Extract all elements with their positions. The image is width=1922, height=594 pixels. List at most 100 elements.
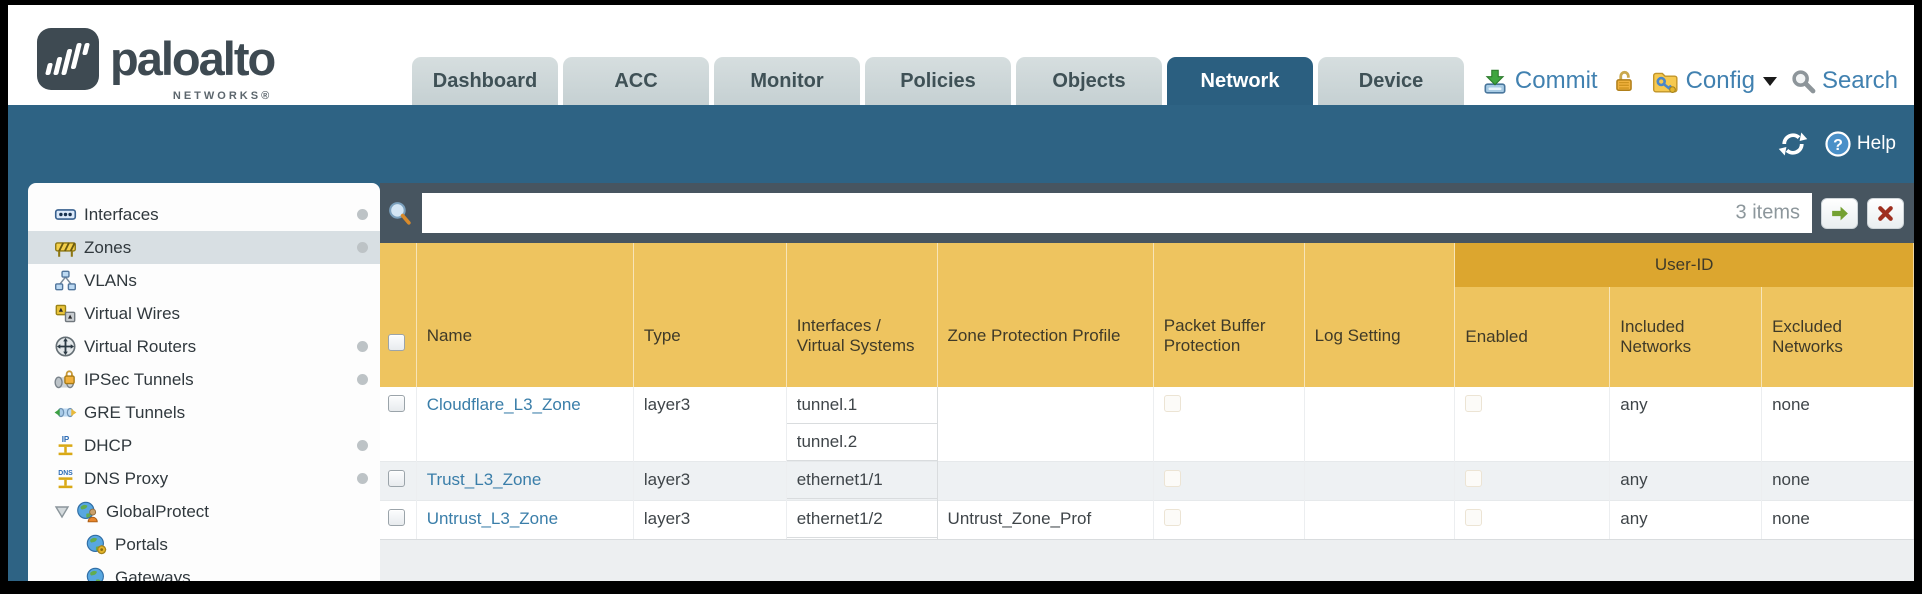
user-id-enabled-checkbox[interactable]: [1465, 395, 1483, 412]
column-header-name[interactable]: Name: [416, 243, 634, 387]
filter-input[interactable]: [422, 193, 1812, 233]
column-header-zone-protection-profile[interactable]: Zone Protection Profile: [937, 243, 1154, 387]
packet-buffer-protection-checkbox[interactable]: [1163, 395, 1181, 412]
gre-tunnels-icon: [54, 407, 77, 418]
tab-acc[interactable]: ACC: [563, 57, 709, 105]
lock-icon[interactable]: [1611, 68, 1637, 94]
svg-text:?: ?: [1833, 137, 1843, 154]
status-dot: [357, 242, 368, 253]
dhcp-icon: IP: [58, 435, 73, 456]
tab-policies[interactable]: Policies: [865, 57, 1011, 105]
sidebar-item-ipsec-tunnels[interactable]: IPSec Tunnels: [28, 363, 380, 396]
included-networks-cell: any: [1609, 387, 1763, 462]
sidebar-item-virtual-wires[interactable]: Virtual Wires: [28, 297, 380, 330]
dns-proxy-icon: DNS: [58, 470, 73, 489]
sidebar-item-interfaces[interactable]: Interfaces: [28, 198, 380, 231]
svg-text:DNS: DNS: [58, 470, 73, 477]
top-header: paloalto NETWORKS® Dashboard ACC Monitor…: [8, 5, 1914, 105]
status-dot: [357, 374, 368, 385]
sidebar-item-dhcp[interactable]: IP DHCP: [28, 429, 380, 462]
logo-networks-text: NETWORKS®: [172, 90, 273, 102]
vlans-icon: [55, 270, 76, 291]
commit-button[interactable]: Commit: [1481, 67, 1598, 95]
virtual-wires-icon: [55, 304, 76, 323]
sidebar-item-vlans[interactable]: VLANs: [28, 264, 380, 297]
sidebar-item-zones[interactable]: Zones: [28, 231, 380, 264]
column-header-enabled[interactable]: Enabled: [1454, 287, 1611, 387]
paloalto-logo-icon: [37, 28, 99, 90]
sidebar-item-dns-proxy[interactable]: DNS DNS Proxy: [28, 462, 380, 495]
excluded-networks-cell: none: [1761, 500, 1914, 540]
sidebar-item-globalprotect[interactable]: GlobalProtect: [28, 495, 380, 528]
refresh-button[interactable]: [1778, 129, 1808, 159]
column-header-interfaces[interactable]: Interfaces / Virtual Systems: [786, 243, 938, 387]
zone-row-untrust: Untrust_L3_Zone layer3 ethernet1/2 Untru…: [380, 500, 1914, 540]
packet-buffer-protection-checkbox[interactable]: [1163, 509, 1181, 526]
row-checkbox[interactable]: [388, 470, 405, 487]
tab-objects[interactable]: Objects: [1016, 57, 1162, 105]
zone-type: layer3: [633, 461, 787, 501]
paloalto-logo: paloalto NETWORKS®: [36, 27, 276, 102]
gateways-icon: [86, 567, 106, 581]
panos-web-ui: paloalto NETWORKS® Dashboard ACC Monitor…: [8, 5, 1914, 581]
user-id-enabled-cell: [1454, 461, 1611, 501]
logo-brand-text: paloalto: [110, 32, 276, 85]
search-menu[interactable]: Search: [1790, 67, 1898, 95]
tab-device[interactable]: Device: [1318, 57, 1464, 105]
user-id-enabled-checkbox[interactable]: [1465, 509, 1483, 526]
row-checkbox[interactable]: [388, 395, 405, 412]
log-setting-cell: [1304, 500, 1456, 540]
interfaces-icon: [54, 209, 77, 220]
column-header-packet-buffer-protection[interactable]: Packet Buffer Protection: [1153, 243, 1305, 387]
column-header-included-networks[interactable]: Included Networks: [1609, 287, 1763, 387]
packet-buffer-protection-checkbox[interactable]: [1163, 470, 1181, 487]
user-id-enabled-checkbox[interactable]: [1465, 470, 1483, 487]
zone-type: layer3: [633, 500, 787, 540]
status-dot: [357, 209, 368, 220]
select-all-checkbox[interactable]: [388, 334, 405, 351]
config-menu[interactable]: Config: [1650, 67, 1777, 95]
zone-name-link[interactable]: Untrust_L3_Zone: [426, 509, 559, 528]
row-checkbox[interactable]: [388, 509, 405, 526]
logo-text: paloalto NETWORKS®: [110, 27, 276, 102]
help-icon: ?: [1825, 131, 1851, 157]
zone-type: layer3: [633, 387, 787, 462]
sidebar-item-portals[interactable]: Portals: [28, 528, 380, 561]
user-id-enabled-cell: [1454, 387, 1611, 462]
filter-toolbar: 3 items: [380, 183, 1914, 243]
caret-down-icon: [1762, 76, 1777, 86]
tab-monitor[interactable]: Monitor: [714, 57, 860, 105]
column-header-excluded-networks[interactable]: Excluded Networks: [1761, 287, 1914, 387]
help-button[interactable]: ? Help: [1824, 130, 1896, 158]
column-group-user-id: User-ID: [1454, 243, 1914, 287]
zone-name-link[interactable]: Trust_L3_Zone: [426, 470, 542, 489]
apply-filter-button[interactable]: [1821, 197, 1858, 229]
tab-dashboard[interactable]: Dashboard: [412, 57, 558, 105]
content-area: Interfaces Zones: [8, 183, 1914, 581]
excluded-networks-cell: none: [1761, 387, 1914, 462]
select-all-header: [380, 243, 417, 387]
zone-protection-profile-cell: Untrust_Zone_Prof: [937, 500, 1154, 540]
red-x-icon: [1878, 205, 1893, 221]
sidebar-item-gre-tunnels[interactable]: GRE Tunnels: [28, 396, 380, 429]
virtual-routers-icon: [55, 336, 76, 357]
zones-main: 3 items: [380, 183, 1914, 581]
status-dot: [357, 440, 368, 451]
tab-network[interactable]: Network: [1167, 57, 1313, 105]
packet-buffer-protection-cell: [1153, 500, 1305, 540]
interface-cell: tunnel.2: [786, 424, 937, 461]
sidebar-item-virtual-routers[interactable]: Virtual Routers: [28, 330, 380, 363]
ipsec-tunnels-icon: [54, 370, 75, 389]
expander-down-icon[interactable]: [54, 504, 74, 520]
interface-cell: ethernet1/2: [786, 501, 937, 538]
column-header-log-setting[interactable]: Log Setting: [1304, 243, 1456, 387]
sidebar-item-gateways[interactable]: Gateways: [28, 561, 380, 581]
column-header-type[interactable]: Type: [633, 243, 787, 387]
clear-filter-button[interactable]: [1867, 197, 1904, 229]
zone-name-link[interactable]: Cloudflare_L3_Zone: [426, 395, 581, 414]
zones-table: Name Type Interfaces / Virtual Systems Z…: [380, 243, 1914, 540]
interface-cell: tunnel.1: [786, 387, 937, 424]
portals-icon: [86, 534, 107, 555]
zone-row-cloudflare: Cloudflare_L3_Zone layer3 tunnel.1 tunne…: [380, 387, 1914, 462]
